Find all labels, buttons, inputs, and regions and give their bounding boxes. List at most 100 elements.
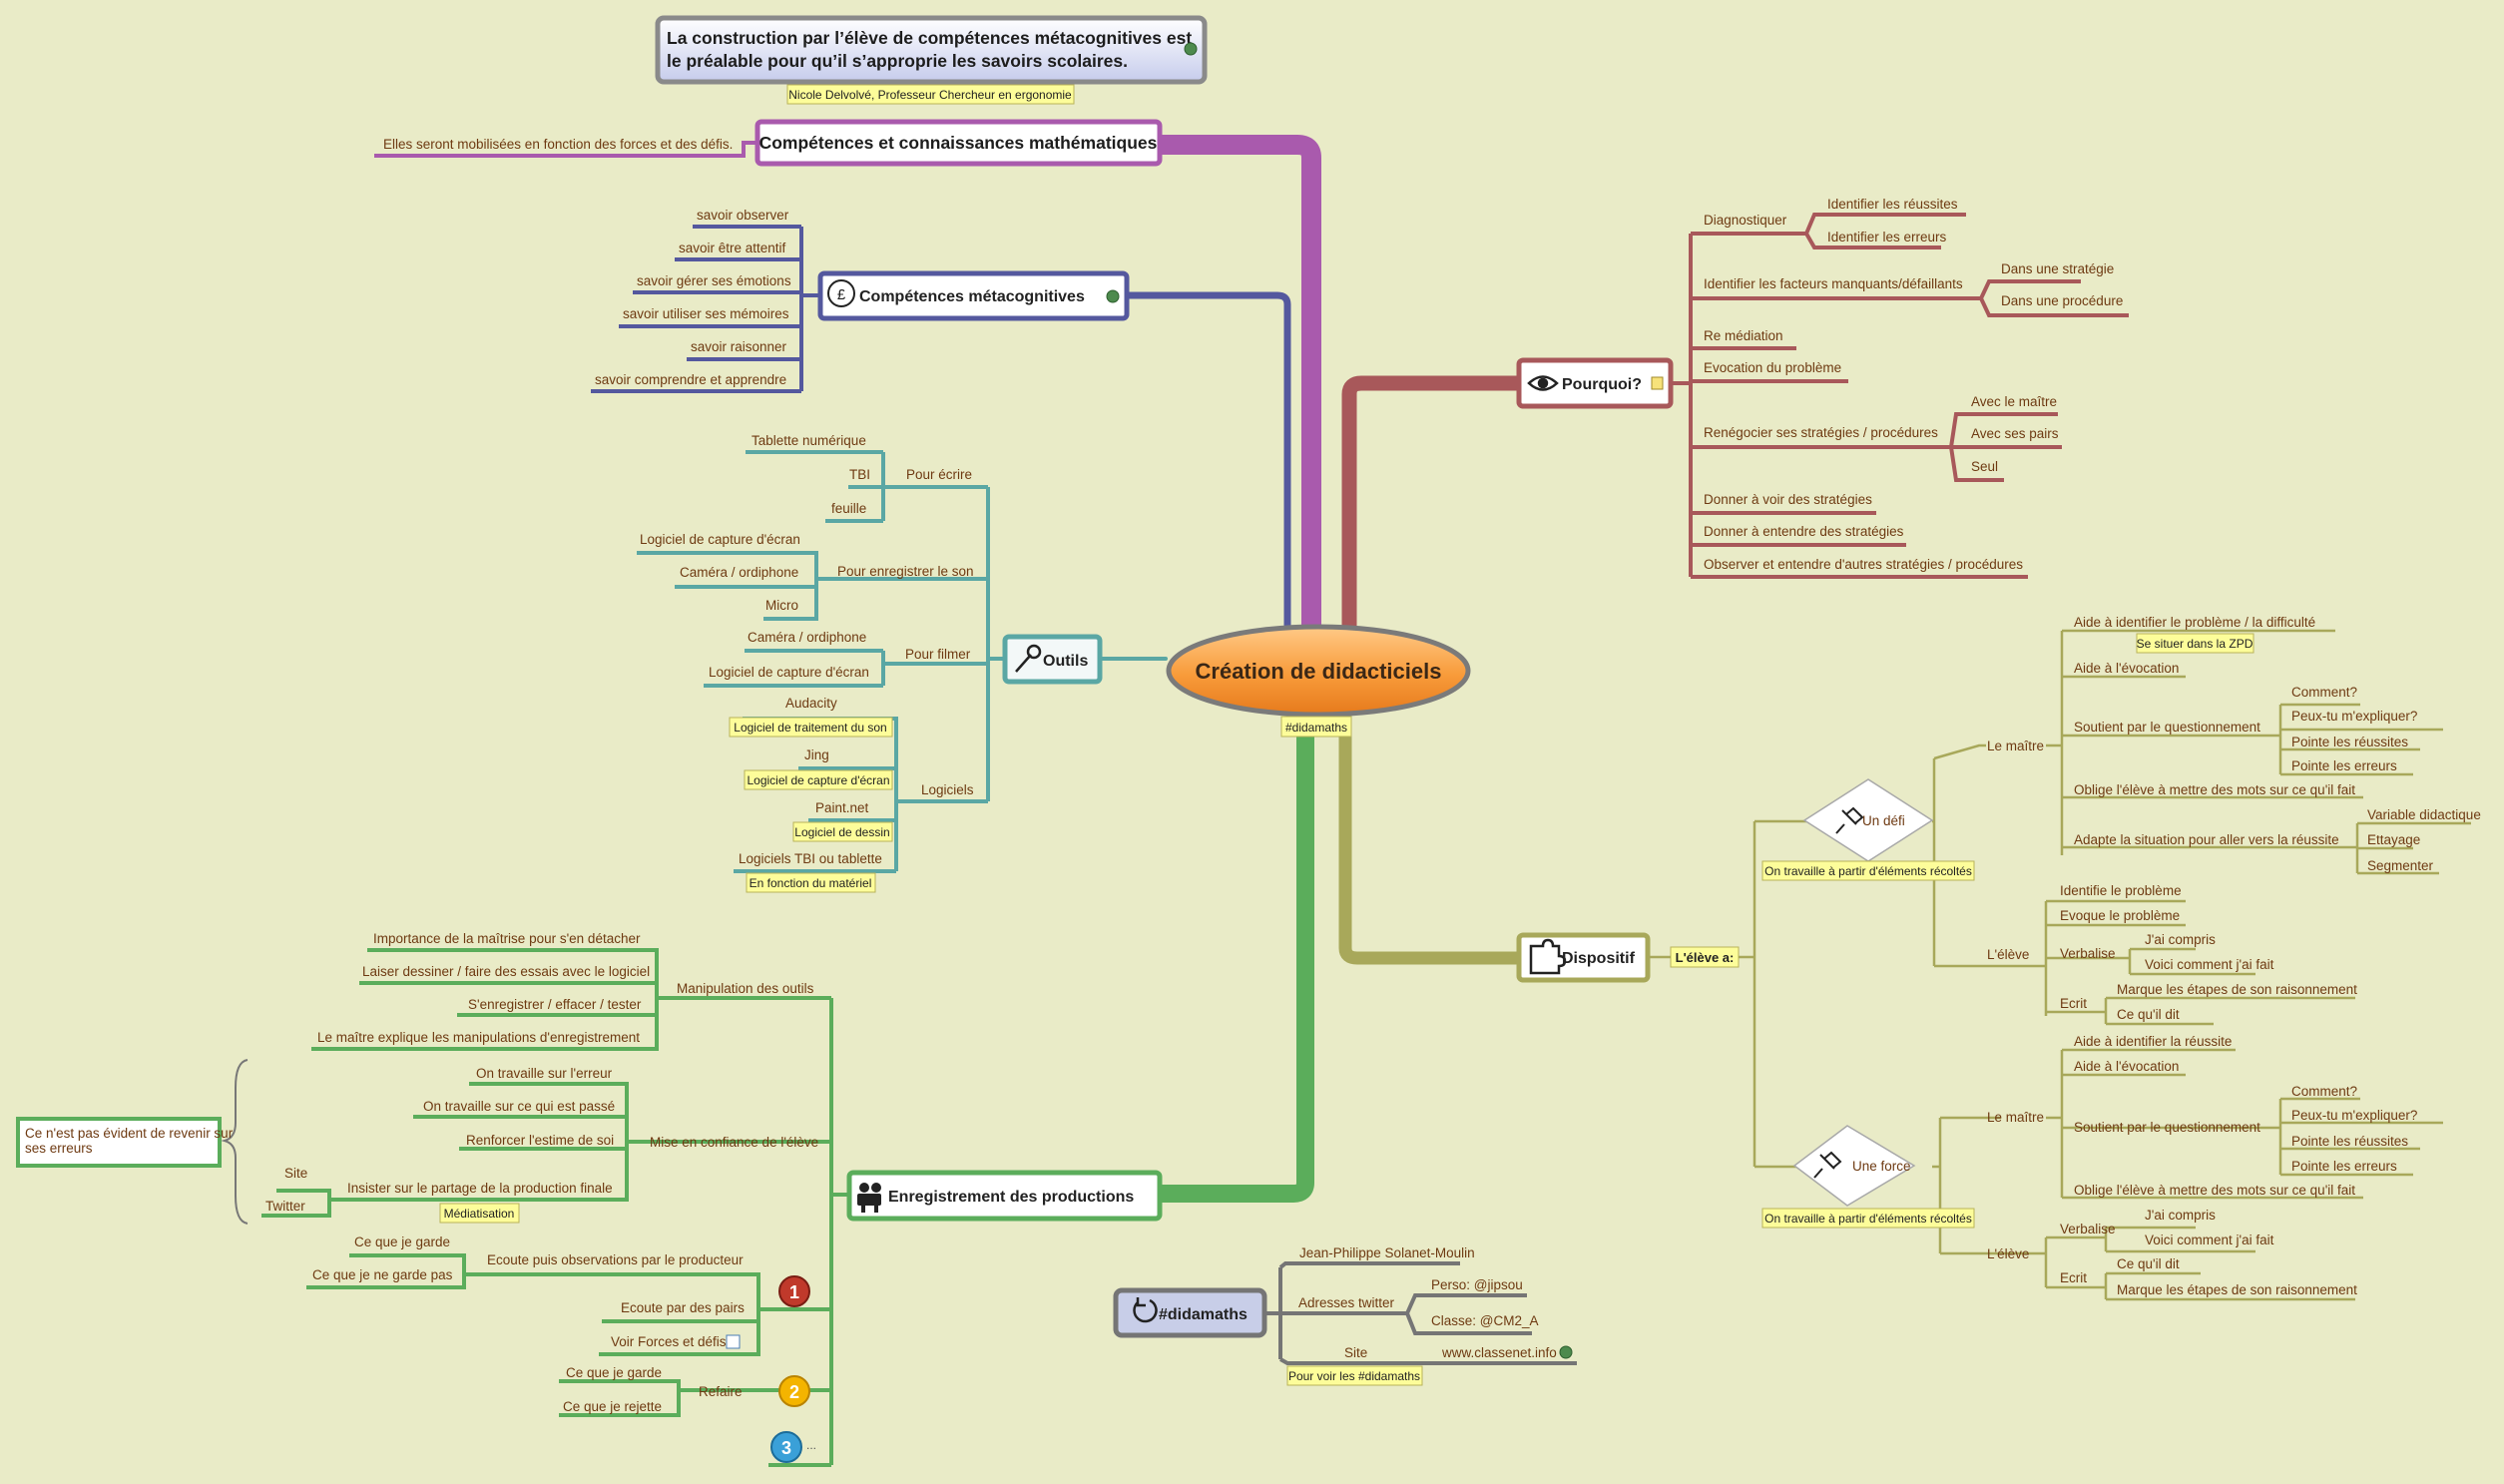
outils-filmer-item: Logiciel de capture d'écran xyxy=(709,665,869,680)
svg-text:Logiciel de capture d'écran: Logiciel de capture d'écran xyxy=(747,773,889,787)
defi-eleve-item: Evoque le problème xyxy=(2060,908,2180,923)
defi-maitre-label: Le maître xyxy=(1987,739,2044,753)
defi-question: Comment? xyxy=(2291,685,2357,700)
didamaths-lines xyxy=(1264,1261,1577,1365)
defi-eleve-item: Identifie le problème xyxy=(2060,883,2182,898)
svg-text:Compétences et connaissances m: Compétences et connaissances mathématiqu… xyxy=(759,133,1158,153)
outils-ecrire-item: TBI xyxy=(849,467,870,482)
defi-eleve-item: Ecrit xyxy=(2060,996,2087,1011)
enreg-confiance-item: Renforcer l'estime de soi xyxy=(466,1133,614,1148)
enreg-manip-item: S'enregistrer / effacer / tester xyxy=(468,997,642,1012)
force-eleve-item: Verbalise xyxy=(2060,1222,2116,1237)
svg-text:Dispositif: Dispositif xyxy=(1562,950,1636,967)
svg-text:Logiciel de dessin: Logiciel de dessin xyxy=(794,825,889,839)
pourquoi-donner-entendre: Donner à entendre des stratégies xyxy=(1704,524,1904,539)
svg-text:En fonction du matériel: En fonction du matériel xyxy=(750,876,872,890)
svg-text:2: 2 xyxy=(789,1382,799,1402)
svg-text:#didamaths: #didamaths xyxy=(1285,721,1347,735)
title-author-note: Nicole Delvolvé, Professeur Chercheur en… xyxy=(786,84,1075,105)
svg-text:Compétences métacognitives: Compétences métacognitives xyxy=(859,288,1085,305)
outils-logiciel-item: Jing xyxy=(804,747,829,762)
svg-text:Nicole Delvolvé, Professeur Ch: Nicole Delvolvé, Professeur Chercheur en… xyxy=(788,88,1072,102)
didamaths-twitter-classe: Classe: @CM2_A xyxy=(1431,1313,1539,1328)
outils-son-item: Micro xyxy=(765,598,798,613)
meta-item: savoir observer xyxy=(697,208,789,223)
enreg-manip-item: Laiser dessiner / faire des essais avec … xyxy=(362,964,650,979)
topic-pourquoi[interactable]: Pourquoi? xyxy=(1516,357,1674,409)
dispositif-force-node[interactable]: Une force xyxy=(1792,1125,1916,1207)
title-box[interactable]: La construction par l’élève de compétenc… xyxy=(655,15,1208,85)
topic-didamaths[interactable]: #didamaths xyxy=(1113,1287,1267,1338)
outils-filmer-item: Caméra / ordiphone xyxy=(748,630,866,645)
defi-eleve-item: Verbalise xyxy=(2060,946,2116,961)
globe-icon[interactable] xyxy=(1106,289,1120,303)
svg-text:Ce n'est pas évident de reveni: Ce n'est pas évident de revenir sur xyxy=(25,1126,234,1141)
defi-adapte-item: Variable didactique xyxy=(2367,807,2481,822)
step1-pairs: Ecoute par des pairs xyxy=(621,1300,745,1315)
pourquoi-diag: Diagnostiquer xyxy=(1704,213,1787,228)
pourquoi-facteurs: Identifier les facteurs manquants/défail… xyxy=(1704,276,1963,291)
didamaths-site-note: Pour voir les #didamaths xyxy=(1286,1365,1423,1386)
svg-text:...: ... xyxy=(806,1438,816,1452)
enreg-mediatisation-note: Médiatisation xyxy=(439,1203,520,1224)
dispositif-defi-node[interactable]: Un défi xyxy=(1802,778,1934,862)
didamaths-site-url[interactable]: www.classenet.info xyxy=(1441,1345,1557,1360)
meta-item: savoir gérer ses émotions xyxy=(637,273,791,288)
topic-maths[interactable]: Compétences et connaissances mathématiqu… xyxy=(754,119,1163,167)
step1-forces: Voir Forces et défis xyxy=(611,1334,727,1349)
defi-adapte-item: Ettayage xyxy=(2367,832,2420,847)
svg-text:1: 1 xyxy=(789,1282,799,1302)
step1-nogarde: Ce que je ne garde pas xyxy=(312,1267,453,1282)
globe-icon[interactable] xyxy=(1559,1345,1573,1359)
pourquoi-remediation: Re médiation xyxy=(1704,328,1783,343)
force-maitre-item: Aide à l'évocation xyxy=(2074,1059,2179,1074)
enreg-confiance-item: Twitter xyxy=(265,1199,305,1214)
step-1-badge: 1 xyxy=(778,1275,810,1307)
defi-ecrit-item: Ce qu'il dit xyxy=(2117,1007,2180,1022)
topic-enregistrement[interactable]: Enregistrement des productions xyxy=(846,1170,1163,1222)
note-icon[interactable] xyxy=(1651,376,1664,390)
callout-box[interactable]: Ce n'est pas évident de revenir sur ses … xyxy=(16,1117,234,1168)
pourquoi-observer: Observer et entendre d'autres stratégies… xyxy=(1704,557,2023,572)
pourquoi-diag-item: Identifier les réussites xyxy=(1827,197,1958,212)
dispositif-lines xyxy=(1648,629,2471,1301)
pourquoi-facteurs-item: Dans une procédure xyxy=(2001,293,2123,308)
projector-icon xyxy=(857,1183,881,1213)
topic-dispositif[interactable]: Dispositif xyxy=(1516,932,1651,983)
force-maitre-label: Le maître xyxy=(1987,1110,2044,1125)
globe-icon[interactable] xyxy=(1184,42,1198,56)
enreg-confiance-item: Site xyxy=(284,1166,307,1181)
pourquoi-lines xyxy=(1671,213,2129,579)
meta-item: savoir utiliser ses mémoires xyxy=(623,306,789,321)
dispositif-eleve-a: L'élève a: xyxy=(1670,946,1740,968)
enreg-lines xyxy=(261,948,849,1467)
step1-garde: Ce que je garde xyxy=(354,1235,450,1249)
callout-brace xyxy=(221,1059,249,1225)
didamaths-author: Jean-Philippe Solanet-Moulin xyxy=(1299,1245,1475,1260)
outils-logiciel-note: Logiciel de capture d'écran xyxy=(744,769,893,790)
pourquoi-reneg-item: Avec le maître xyxy=(1971,394,2057,409)
svg-text:On travaille à partir d'élémen: On travaille à partir d'éléments récolté… xyxy=(1764,1212,1972,1226)
maths-note: Elles seront mobilisées en fonction des … xyxy=(383,137,733,152)
puzzle-icon xyxy=(1529,938,1567,975)
outils-ecrire-item: feuille xyxy=(831,501,866,516)
defi-question: Pointe les erreurs xyxy=(2291,758,2397,773)
topic-metacognitives[interactable]: £ Compétences métacognitives xyxy=(817,270,1130,321)
force-question: Pointe les réussites xyxy=(2291,1134,2408,1149)
didamaths-twitter-perso: Perso: @jipsou xyxy=(1431,1277,1523,1292)
outils-logiciel-note: En fonction du matériel xyxy=(746,872,876,893)
central-topic[interactable]: Création de didacticiels xyxy=(1166,624,1471,718)
enreg-manip-item: Importance de la maîtrise pour s'en déta… xyxy=(373,931,641,946)
defi-verbalise-item: Voici comment j'ai fait xyxy=(2145,957,2274,972)
svg-text:Outils: Outils xyxy=(1043,653,1088,670)
force-ecrit-item: Marque les étapes de son raisonnement xyxy=(2117,1282,2357,1297)
note-icon[interactable] xyxy=(726,1334,741,1349)
defi-ecrit-item: Marque les étapes de son raisonnement xyxy=(2117,982,2357,997)
force-verbalise-item: Voici comment j'ai fait xyxy=(2145,1233,2274,1247)
step1-ecoute: Ecoute puis observations par le producte… xyxy=(487,1252,744,1267)
topic-outils[interactable]: Outils xyxy=(1002,634,1103,685)
pin-icon xyxy=(1835,806,1864,834)
force-ecrit-item: Ce qu'il dit xyxy=(2117,1256,2180,1271)
step-2-badge: 2 xyxy=(778,1375,810,1407)
